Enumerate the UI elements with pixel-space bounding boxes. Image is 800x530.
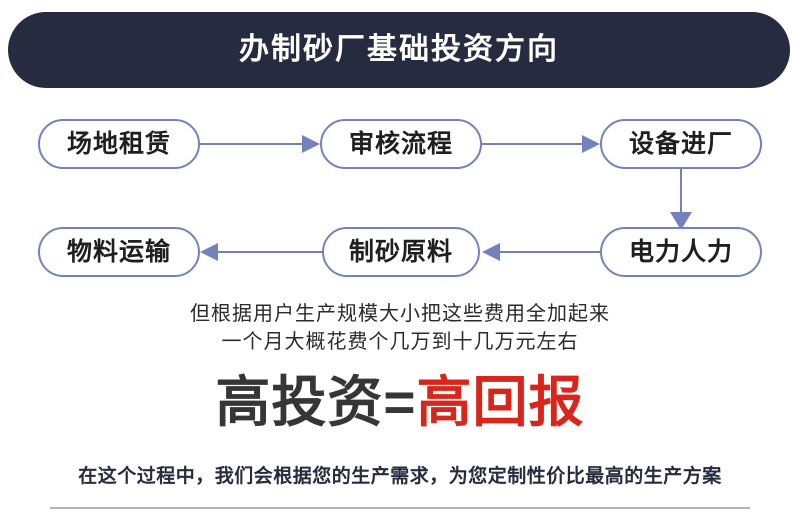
flow-diagram: 场地租赁 审核流程 设备进厂 电力人力 制砂原料 物料运输 [0, 100, 800, 290]
footer-block: 在这个过程中，我们会根据您的生产需求，为您定制性价比最高的生产方案 [0, 462, 800, 492]
flow-node-review[interactable]: 审核流程 [320, 119, 482, 169]
flow-node-power[interactable]: 电力人力 [600, 227, 762, 277]
flow-node-label: 物料运输 [66, 237, 171, 266]
headline-red-part: 高回报 [416, 371, 585, 433]
description-line-2: 一个月大概花费个几万到十几万元左右 [221, 331, 579, 353]
footer-text: 在这个过程中，我们会根据您的生产需求，为您定制性价比最高的生产方案 [78, 466, 722, 487]
headline-dark-part: 高投资= [215, 371, 417, 433]
flow-node-label: 制砂原料 [348, 237, 453, 266]
flow-node-label: 电力人力 [628, 237, 733, 266]
page-title: 办制砂厂基础投资方向 [239, 33, 559, 66]
footer-divider [50, 507, 750, 509]
title-banner: 办制砂厂基础投资方向 [8, 12, 790, 88]
description-block: 但根据用户生产规模大小把这些费用全加起来 一个月大概花费个几万到十几万元左右 [0, 300, 800, 356]
headline: 高投资=高回报 [0, 375, 800, 430]
flow-node-material[interactable]: 制砂原料 [322, 227, 480, 277]
description-line-1: 但根据用户生产规模大小把这些费用全加起来 [190, 303, 610, 325]
flow-node-label: 场地租赁 [66, 129, 171, 158]
flow-connectors [200, 135, 692, 261]
flow-node-site[interactable]: 场地租赁 [38, 119, 200, 169]
flow-node-label: 设备进厂 [628, 129, 733, 158]
flow-node-label: 审核流程 [348, 129, 453, 158]
flow-node-equipment[interactable]: 设备进厂 [600, 119, 762, 169]
flow-node-transport[interactable]: 物料运输 [38, 227, 200, 277]
